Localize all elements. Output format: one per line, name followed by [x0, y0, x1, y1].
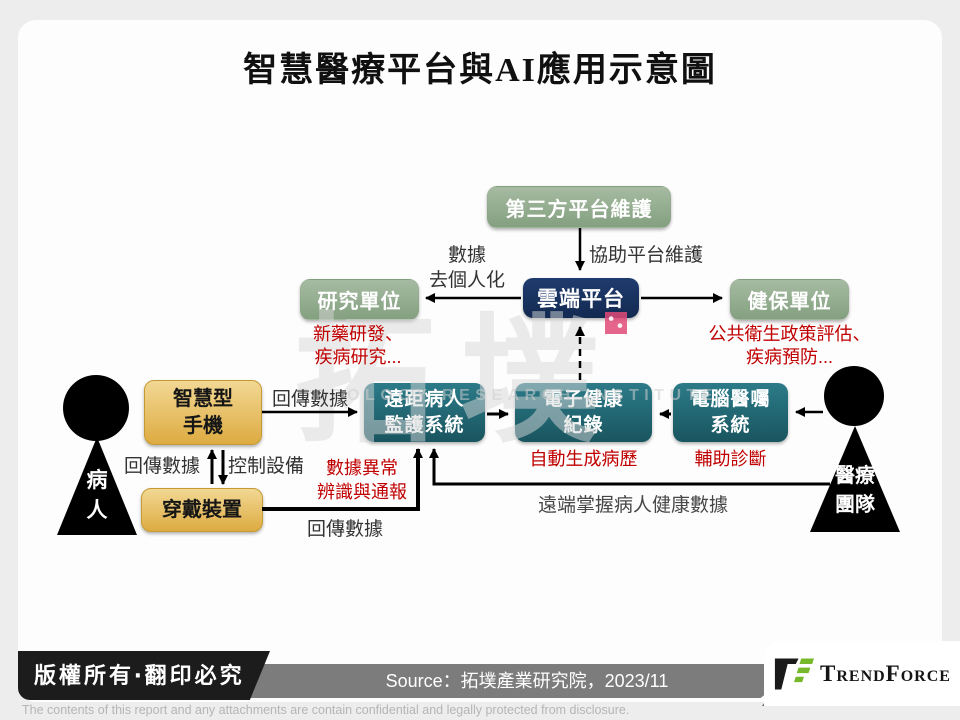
watermark-subtext: TOPOLOGY RESEARCH INSTITUTE: [298, 387, 718, 404]
watermark-logo-mark: [605, 312, 627, 334]
node-wearable-device: 穿戴裝置: [141, 488, 263, 532]
page-title: 智慧醫療平台與AI應用示意圖: [243, 52, 717, 89]
disclaimer-text: The contents of this report and any atta…: [22, 703, 630, 717]
note-assist-diagnosis: 輔助診斷: [694, 449, 767, 469]
source-text: Source：拓墣產業研究院，2023/11: [385, 671, 669, 691]
trendforce-logo-icon: [774, 658, 814, 689]
label-deidentify: 數據 去個人化: [428, 245, 505, 291]
medical-team-label: 醫療 團隊: [835, 465, 875, 516]
node-health-insurance-unit: 健保單位: [730, 279, 849, 320]
note-insurance: 公共衛生政策評估、 疾病預防...: [708, 324, 871, 367]
node-electronic-health-record: 電子健康 紀錄: [515, 383, 652, 442]
note-research: 新藥研發、 疾病研究...: [313, 324, 403, 367]
label-remote-monitoring: 遠端掌握病人健康數據: [538, 495, 729, 516]
slide-background: [18, 20, 942, 702]
trendforce-logo-text: TrendForce: [820, 660, 951, 686]
node-remote-patient-monitoring: 遠距病人 監護系統: [364, 383, 485, 442]
node-third-party-maintenance: 第三方平台維護: [487, 186, 671, 228]
medical-team-head-icon: [824, 366, 884, 426]
patient-head-icon: [63, 375, 129, 441]
watermark-text: 拓墣: [295, 302, 626, 459]
note-anomaly: 數據異常 辨識與通報: [317, 458, 407, 502]
copyright-badge: 版權所有‧翻印必究: [18, 651, 270, 700]
label-assist-maintain: 協助平台維護: [589, 245, 704, 266]
node-research-unit: 研究單位: [300, 279, 419, 320]
node-smartphone: 智慧型 手機: [144, 380, 262, 445]
node-cpoe-system: 電腦醫囑 系統: [673, 383, 788, 442]
label-upload-phone: 回傳數據: [272, 389, 349, 410]
label-upload-up: 回傳數據: [124, 456, 201, 477]
logo-panel: TrendForce: [764, 641, 960, 706]
label-upload-line: 回傳數據: [307, 519, 384, 540]
note-auto-record: 自動生成病歷: [529, 449, 638, 469]
patient-label: 病 人: [86, 469, 108, 522]
node-cloud-platform: 雲端平台: [523, 278, 639, 318]
label-control-device: 控制設備: [228, 456, 305, 477]
